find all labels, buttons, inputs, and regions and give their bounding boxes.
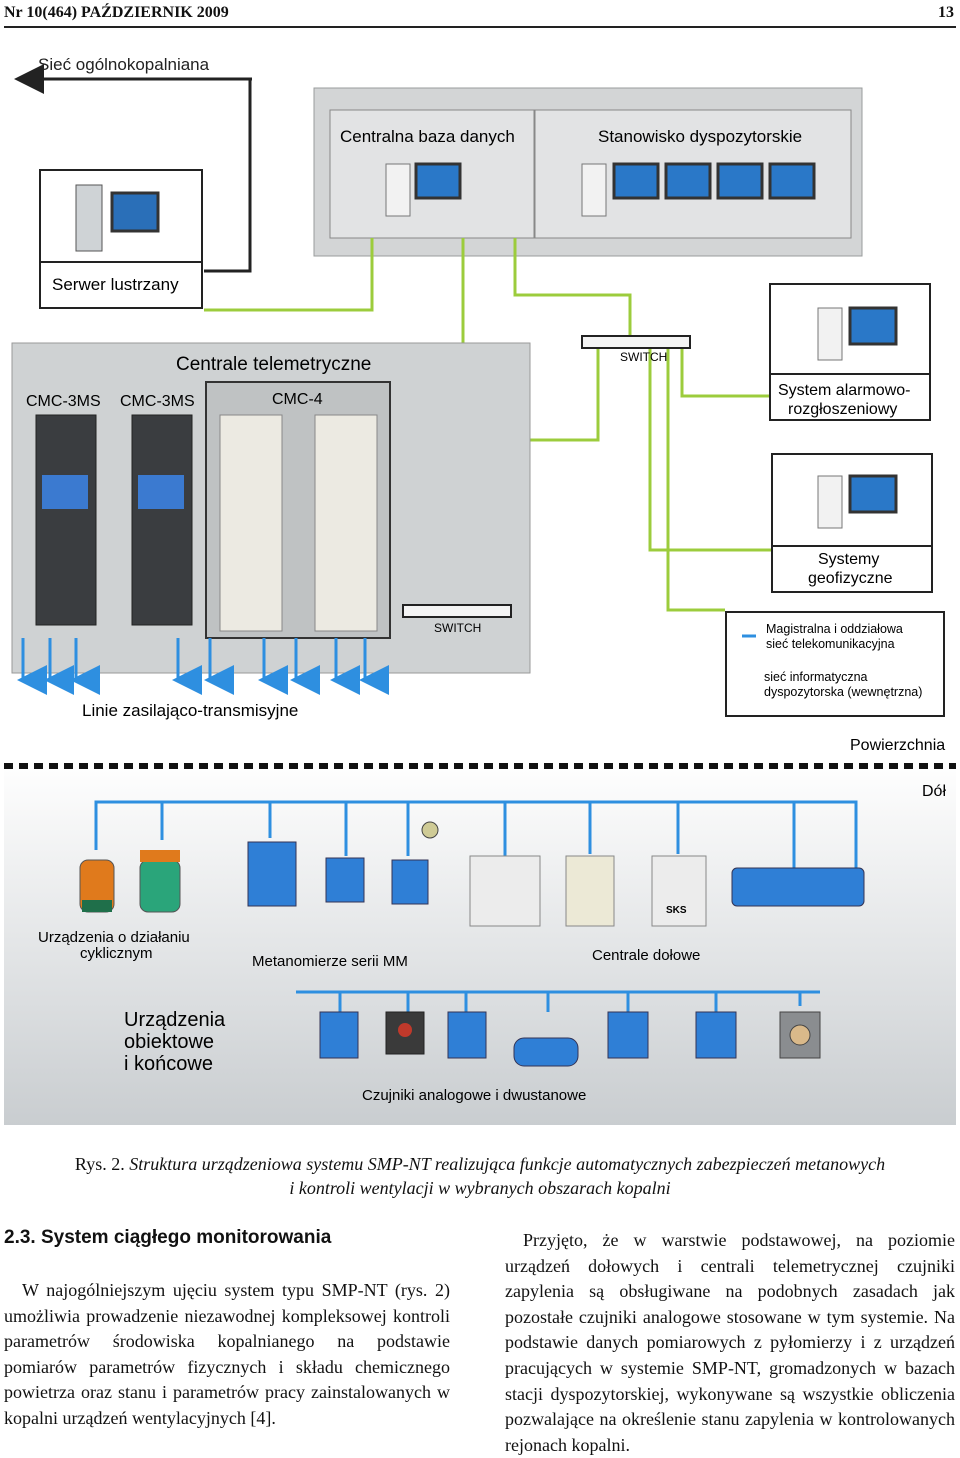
network-label: Sieć ogólnokopalniana [38,55,210,74]
legend-box: Magistralna i oddziałowa sieć telekomuni… [725,611,945,717]
disp-monitor-icon-2 [664,162,712,200]
cabinet-icon-2 [131,414,193,626]
network-line: Sieć ogólnokopalniana [14,55,252,273]
dispatch-panel: Centralna baza danych Stanowisko dyspozy… [313,87,863,257]
caption-line-2: i kontroli wentylacji w wybranych obszar… [289,1178,671,1198]
legend-item-2a: sieć informatyczna [764,670,868,684]
underground-label: Dół [922,783,946,800]
switch-bottom-label: SWITCH [434,621,481,635]
cabinet-icon-3 [219,414,283,632]
geo-label-2: geofizyczne [808,570,893,587]
cabinet-icon-4 [314,414,378,632]
system-structure-figure: Sieć ogólnokopalniana Serwer lustrzany C… [4,55,956,1125]
underground-stations: SKS [469,855,865,927]
alarm-label-1: System alarmowo- [778,382,910,399]
end-devices-label-2: obiektowe [124,1031,214,1053]
left-paragraph: W najogólniejszym ujęciu system typu SMP… [4,1280,450,1428]
switch-top-label: SWITCH [620,350,667,364]
sks-label: SKS [666,905,687,916]
supply-lines-label: Linie zasilająco-transmisyjne [82,701,298,720]
db-server-icon [385,163,411,217]
disp-monitor-icon-3 [716,162,764,200]
journal-issue: Nr 10(464) PAŹDZIERNIK 2009 [4,4,229,21]
underground-stations-label: Centrale dołowe [592,947,700,964]
cabinet-icon-1 [35,414,97,626]
right-column: Przyjęto, że w warstwie podstawowej, na … [505,1228,955,1458]
cyclic-label-1: Urządzenia o działaniu [38,929,190,946]
page-header: Nr 10(464) PAŹDZIERNIK 2009 13 [4,2,956,28]
server-tower-icon [75,184,103,252]
mirror-server-label: Serwer lustrzany [52,275,179,294]
caption-line-1: Struktura urządzeniowa systemu SMP-NT re… [129,1154,886,1174]
alarm-server-icon [817,307,843,361]
central-db-label: Centralna baza danych [340,127,515,146]
methanometer-devices [247,821,439,907]
mirror-server-box: Serwer lustrzany [39,169,203,309]
geo-label-1: Systemy [818,551,879,568]
supply-lines [17,638,389,695]
switch-top: SWITCH [581,335,691,364]
geo-server-icon [817,475,843,529]
figure-caption: Rys. 2. Struktura urządzeniowa systemu S… [0,1152,960,1200]
probe-icon [421,821,439,839]
legend-item-1b: sieć telekomunikacyjna [766,637,895,651]
section-title: 2.3. System ciągłego monitorowania [4,1227,332,1248]
alarm-system-box: System alarmowo- rozgłoszeniowy [769,283,931,421]
end-devices-label-3: i końcowe [124,1053,213,1075]
switch-bottom: SWITCH [402,604,512,635]
disp-monitor-icon-4 [768,162,816,200]
monitor-icon [110,191,160,233]
right-paragraph: Przyjęto, że w warstwie podstawowej, na … [505,1230,955,1455]
sensors-label: Czujniki analogowe i dwustanowe [362,1087,586,1104]
underground-bus [94,800,858,1012]
geophysical-box: Systemy geofizyczne [771,453,933,593]
alarm-label-2: rozgłoszeniowy [788,401,897,418]
legend-item-2b: dyspozytorska (wewnętrzna) [764,685,922,699]
left-column: W najogólniejszym ujęciu system typu SMP… [4,1278,450,1432]
dispatcher-label: Stanowisko dyspozytorskie [598,127,802,146]
db-monitor-icon [414,162,462,200]
cyclic-devices [79,850,181,913]
end-devices-label-1: Urządzenia [124,1009,226,1031]
page-number: 13 [938,4,954,21]
sensor-devices [319,1011,821,1067]
alarm-monitor-icon [848,306,898,346]
telemetry-title: Centrale telemetryczne [176,354,371,375]
cyclic-label-2: cyklicznym [80,945,153,962]
disp-monitor-icon-1 [612,162,660,200]
cmc3ms-label-a: CMC-3MS [26,393,101,410]
surface-label: Powierzchnia [850,737,945,754]
disp-server-icon [581,163,607,217]
legend-item-1a: Magistralna i oddziałowa [766,622,903,636]
cmc4-label: CMC-4 [272,391,323,408]
cmc3ms-label-b: CMC-3MS [120,393,195,410]
geo-monitor-icon [848,474,898,514]
caption-prefix: Rys. 2. [74,1154,125,1174]
methanometers-label: Metanomierze serii MM [252,953,408,970]
